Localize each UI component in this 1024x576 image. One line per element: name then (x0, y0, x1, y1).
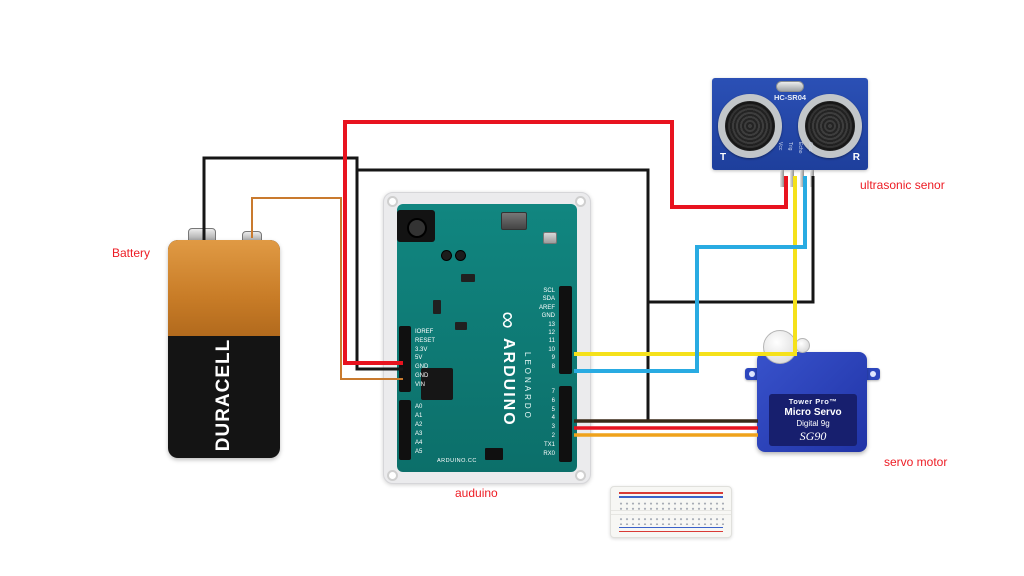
ultrasonic-annotation: ultrasonic senor (860, 178, 945, 192)
arduino-leonardo-board: ∞ ARDUINO LEONARDO ARDUINO.CC (383, 192, 591, 484)
servo-brand-text: Tower Pro™ (788, 396, 838, 406)
screw-hole (387, 470, 398, 481)
capacitor (455, 250, 466, 261)
pin-vcc (780, 170, 784, 187)
digital-header-lower (559, 386, 572, 462)
digital-header-upper (559, 286, 572, 374)
servo-type-text: Micro Servo (784, 406, 842, 418)
reset-button (543, 232, 557, 244)
servo-idler-gear (795, 338, 810, 353)
wire-trig-signal (574, 176, 797, 356)
dc-power-jack (397, 210, 435, 242)
servo-motor-sg90: Tower Pro™ Micro Servo Digital 9g SG90 (745, 330, 880, 455)
smd-component (461, 274, 475, 282)
pin-trig (790, 170, 794, 187)
battery-9v: DURACELL (168, 228, 280, 458)
arduino-annotation: auduino (455, 486, 498, 500)
pin-echo (800, 170, 804, 187)
ultrasonic-sensor-hcsr04: HC-SR04 T R Vcc Trig Echo Gnd (712, 78, 868, 187)
flange-hole (870, 371, 876, 377)
breadboard-positive-rail (619, 492, 723, 494)
oscillator-crystal (776, 81, 804, 92)
arduino-footer-text: ARDUINO.CC (437, 458, 477, 464)
servo-spec-text: Digital 9g (796, 418, 830, 428)
breadboard-positive-rail (619, 530, 723, 532)
receiver-marking: R (852, 152, 860, 163)
breadboard-center-channel (611, 510, 731, 515)
arduino-infinity-logo-icon: ∞ (494, 311, 522, 329)
battery-body: DURACELL (168, 240, 280, 458)
capacitor (441, 250, 452, 261)
servo-label-sticker: Tower Pro™ Micro Servo Digital 9g SG90 (769, 394, 857, 446)
flange-hole (749, 371, 755, 377)
ultrasonic-model-text: HC-SR04 (773, 93, 807, 102)
mini-breadboard (610, 486, 732, 538)
servo-model-text: SG90 (799, 428, 827, 443)
analog-header (399, 400, 411, 460)
arduino-model-text: LEONARDO (523, 352, 532, 421)
microcontroller-chip (421, 368, 453, 400)
smd-component (433, 300, 441, 314)
servo-annotation: servo motor (884, 455, 948, 469)
transmitter-marking: T (720, 152, 727, 163)
battery-copper-top (168, 240, 280, 336)
smd-component (455, 322, 467, 330)
ultrasonic-pin-label-echo: Echo (797, 142, 803, 154)
battery-annotation: Battery (112, 246, 151, 260)
battery-brand-text: DURACELL (213, 338, 234, 452)
usb-connector (501, 212, 527, 230)
screw-hole (575, 470, 586, 481)
power-header (399, 326, 411, 392)
screw-hole (387, 196, 398, 207)
ultrasonic-pin-label-trig: Trig (787, 142, 793, 151)
transducer-receiver (798, 94, 862, 158)
screw-hole (575, 196, 586, 207)
pin-gnd (810, 170, 814, 187)
transducer-transmitter (718, 94, 782, 158)
ultrasonic-pin-label-gnd: Gnd (807, 142, 813, 152)
ultrasonic-pin-label-vcc: Vcc (777, 142, 783, 151)
breadboard-negative-rail (619, 526, 723, 528)
icsp-header (485, 448, 503, 460)
arduino-brand-text: ARDUINO (500, 338, 517, 427)
servo-output-gear (763, 330, 797, 364)
arduino-pcb: ∞ ARDUINO LEONARDO ARDUINO.CC (397, 204, 577, 472)
breadboard-negative-rail (619, 496, 723, 498)
